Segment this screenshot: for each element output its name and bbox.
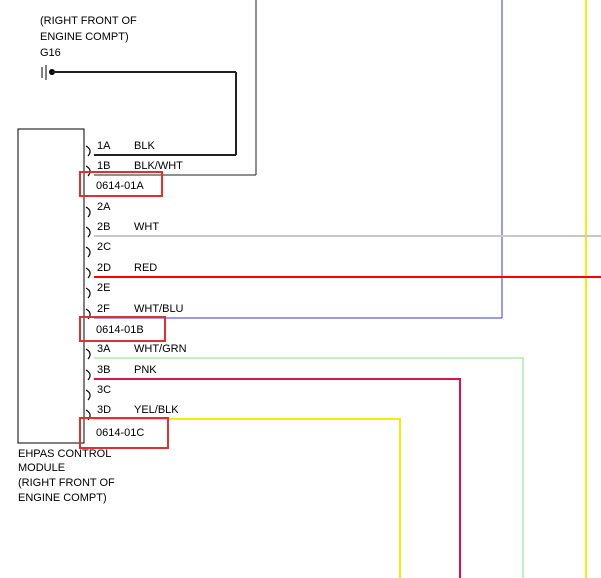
wire-color-label-2d: RED — [134, 262, 157, 274]
pin-terminal-icon — [85, 389, 91, 401]
connector-c-id: 0614-01C — [96, 427, 144, 439]
pin-number-2f: 2F — [97, 303, 110, 315]
pin-terminal-icon — [85, 165, 91, 177]
wire-color-label-1a: BLK — [134, 140, 155, 152]
wire-color-label-3a: WHT/GRN — [134, 343, 187, 355]
pin-group: 1A BLK 1B BLK/WHT 2A 2B WHT 2C 2D RED 2E 2F WHT/BLU 3… — [85, 140, 187, 421]
module-label-line-2: MODULE — [18, 462, 65, 474]
connector-b-id: 0614-01B — [96, 324, 144, 336]
pin-number-2b: 2B — [97, 221, 110, 233]
wire-color-label-2f: WHT/BLU — [134, 303, 184, 315]
ground-location-line-2: ENGINE COMPT) — [40, 31, 129, 43]
pin-terminal-icon — [85, 308, 91, 320]
pin-terminal-icon — [85, 348, 91, 360]
wire-color-label-2b: WHT — [134, 221, 159, 233]
ehpas-module-box — [17, 128, 85, 444]
pin-number-2c: 2C — [97, 241, 111, 253]
ground-id-label: G16 — [40, 47, 61, 59]
pin-number-3a: 3A — [97, 343, 111, 355]
pin-terminal-icon — [85, 246, 91, 258]
pin-number-1b: 1B — [97, 160, 110, 172]
module-label-line-1: EHPAS CONTROL — [18, 448, 111, 460]
connector-a-highlight — [79, 171, 163, 197]
ground-symbol-icon — [41, 65, 236, 80]
connector-c-highlight — [79, 417, 169, 449]
wire-color-label-3b: PNK — [134, 364, 157, 376]
pin-number-2e: 2E — [97, 282, 110, 294]
pin-terminal-icon — [85, 145, 91, 157]
connector-a-id: 0614-01A — [96, 180, 144, 192]
pin-terminal-icon — [85, 226, 91, 238]
pin-terminal-icon — [85, 369, 91, 381]
wire-3a — [94, 357, 524, 578]
wire-3b — [94, 378, 461, 578]
pin-terminal-icon — [85, 267, 91, 279]
pin-terminal-icon — [85, 409, 91, 421]
pin-number-2d: 2D — [97, 262, 111, 274]
connector-b-highlight — [79, 316, 166, 342]
pin-terminal-icon — [85, 206, 91, 218]
wire-3d — [94, 418, 401, 578]
wire-color-label-3d: YEL/BLK — [134, 404, 179, 416]
wire-color-label-1b: BLK/WHT — [134, 160, 183, 172]
pin-number-2a: 2A — [97, 201, 111, 213]
pin-number-1a: 1A — [97, 140, 111, 152]
pin-number-3b: 3B — [97, 364, 110, 376]
ground-location-line-1: (RIGHT FRONT OF — [40, 15, 137, 27]
module-label-line-4: ENGINE COMPT) — [18, 492, 107, 504]
module-label-line-3: (RIGHT FRONT OF — [18, 477, 115, 489]
pin-terminal-icon — [85, 287, 91, 299]
pin-number-3d: 3D — [97, 404, 111, 416]
pin-number-3c: 3C — [97, 384, 111, 396]
